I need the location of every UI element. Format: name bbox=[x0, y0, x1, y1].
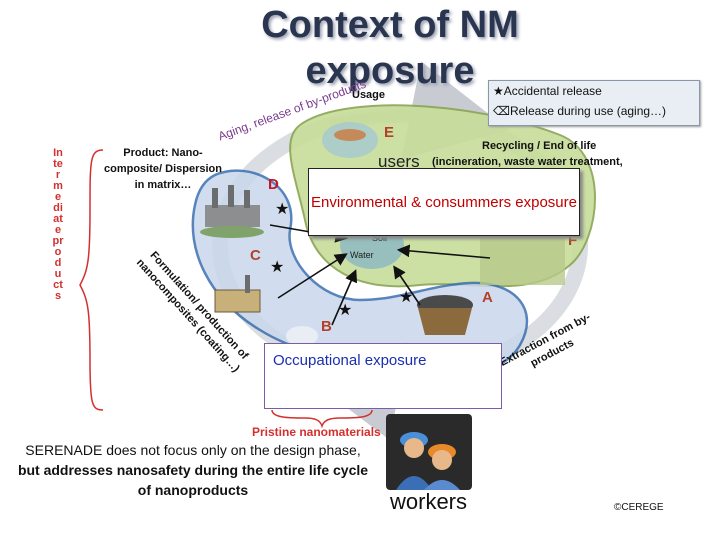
stage-letter-d: D bbox=[268, 176, 279, 193]
mine-cart-icon bbox=[417, 295, 473, 335]
stage-letter-f: F bbox=[568, 232, 578, 249]
factory-icon bbox=[200, 185, 264, 238]
occupational-exposure-box: Occupational exposure bbox=[264, 343, 502, 409]
incineration-label: (incineration, waste water treatment, bbox=[432, 156, 623, 168]
water-label: Water bbox=[350, 250, 374, 260]
swimmer-icon bbox=[322, 122, 378, 158]
plant-icon bbox=[214, 275, 261, 313]
footer-text: SERENADE does not focus only on the desi… bbox=[8, 440, 378, 500]
intermediate-label: Intermediate products bbox=[52, 147, 64, 302]
star-icon: ★ bbox=[399, 289, 413, 306]
usage-label: Usage bbox=[352, 89, 386, 101]
copyright-label: ©CEREGE bbox=[614, 502, 664, 513]
arrow-a-env bbox=[393, 265, 421, 306]
workers-icon bbox=[386, 414, 472, 490]
arrow-f-env bbox=[396, 244, 491, 259]
footer-line-2: but addresses nanosafety during the enti… bbox=[17, 462, 369, 478]
nanoparticle-cloud-icon bbox=[286, 326, 318, 346]
pristine-label: Pristine nanomaterials bbox=[252, 425, 381, 439]
pristine-bracket bbox=[271, 409, 373, 429]
arrow-c-env bbox=[277, 253, 348, 299]
stage-letter-a: A bbox=[482, 289, 493, 306]
environmental-exposure-box: Environmental & consummers exposure bbox=[308, 168, 580, 236]
users-label: users bbox=[378, 152, 420, 171]
stage-letter-b: B bbox=[321, 318, 332, 335]
star-icon: ★ bbox=[270, 259, 284, 276]
soil-label: Soil bbox=[372, 233, 388, 243]
legend-box: ★Accidental release ⌫Release during use … bbox=[488, 80, 700, 126]
footer-line-3: of nanoproducts bbox=[137, 482, 249, 498]
stage-letter-e: E bbox=[384, 124, 395, 141]
star-icon: ★ bbox=[275, 201, 289, 218]
arrow-b-env bbox=[331, 269, 358, 326]
legend-accidental-release: ★Accidental release bbox=[493, 84, 602, 98]
star-icon: ★ bbox=[338, 302, 352, 319]
legend-release-during-use: ⌫Release during use (aging…) bbox=[493, 104, 667, 118]
recycling-label: Recycling / End of life bbox=[482, 140, 597, 152]
occupational-exposure-label: Occupational exposure bbox=[273, 352, 427, 369]
workers-label: workers bbox=[390, 489, 468, 514]
footer-line-1: SERENADE does not focus only on the desi… bbox=[25, 442, 361, 458]
intermediate-bracket bbox=[79, 149, 104, 411]
stage-letter-c: C bbox=[250, 247, 261, 264]
product-label: Product: Nano-composite/ Dispersion in m… bbox=[104, 147, 222, 191]
slide-title: Context of NM exposure bbox=[261, 4, 519, 92]
